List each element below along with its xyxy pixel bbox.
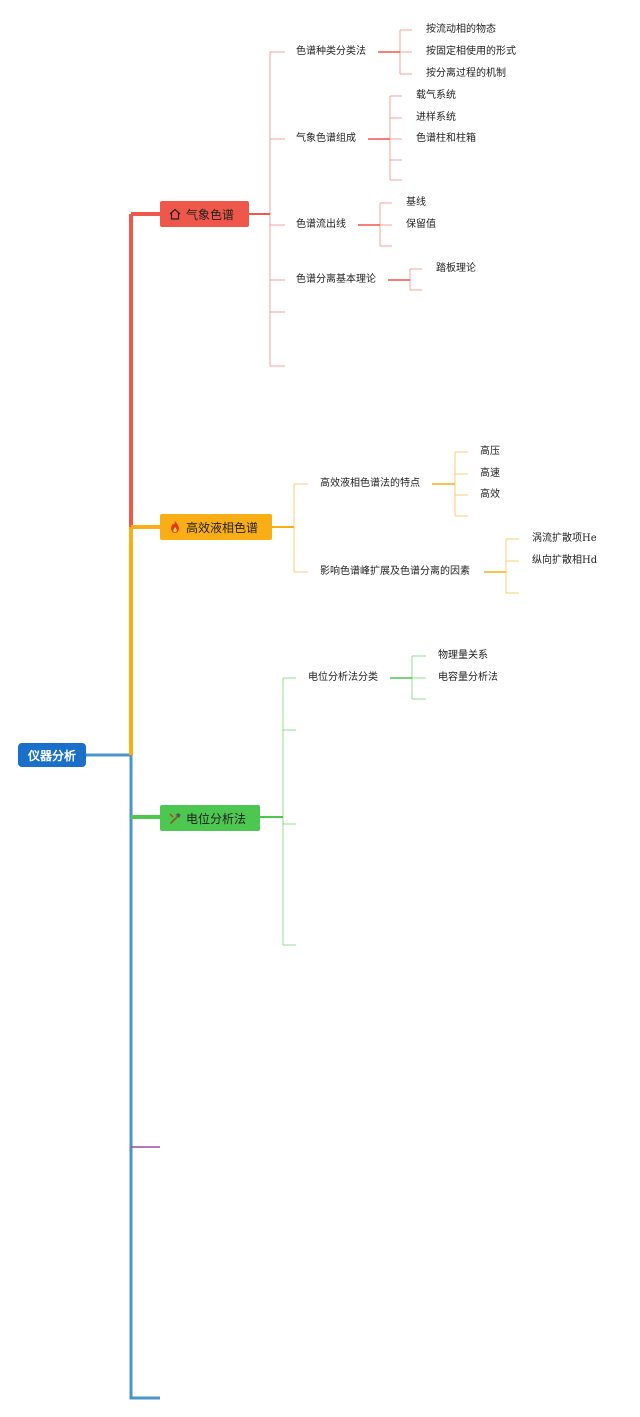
leaf-item[interactable]: 高压 <box>480 446 500 457</box>
leaf-item[interactable]: 电容量分析法 <box>438 672 498 683</box>
leaf-item[interactable]: 保留值 <box>406 219 436 230</box>
hammer-icon <box>169 813 181 824</box>
leaf-item[interactable]: 高速 <box>480 468 500 479</box>
root-node[interactable]: 仪器分析 <box>18 743 86 767</box>
topic-hplc-features[interactable]: 高效液相色谱法的特点 <box>320 478 420 489</box>
topic-separation-theory[interactable]: 色谱分离基本理论 <box>296 274 376 285</box>
leaf-item[interactable]: 纵向扩散相Hd <box>532 555 598 566</box>
branch-hplc[interactable]: 高效液相色谱 <box>160 514 272 540</box>
home-icon <box>169 208 181 220</box>
branch-label: 高效液相色谱 <box>186 520 259 535</box>
leaf-item[interactable]: 按分离过程的机制 <box>426 68 506 79</box>
topic-chromatogram[interactable]: 色谱流出线 <box>296 219 346 230</box>
branch-label: 电位分析法 <box>186 811 247 826</box>
topic-peak-broadening-factors[interactable]: 影响色谱峰扩展及色谱分离的因素 <box>320 566 470 577</box>
leaf-item[interactable]: 按固定相使用的形式 <box>426 46 516 57</box>
leaf-item[interactable]: 高效 <box>480 489 500 500</box>
branch-label: 气象色谱 <box>186 207 235 222</box>
leaf-item[interactable]: 物理量关系 <box>438 650 488 661</box>
topic-chromatography-classification[interactable]: 色谱种类分类法 <box>296 46 366 57</box>
topic-potentiometry-classification[interactable]: 电位分析法分类 <box>308 672 378 683</box>
leaf-item[interactable]: 进样系统 <box>416 112 456 123</box>
leaf-item[interactable]: 按流动相的物态 <box>426 24 496 35</box>
leaf-item[interactable]: 踏板理论 <box>436 263 476 274</box>
leaf-item[interactable]: 基线 <box>406 197 426 208</box>
leaf-item[interactable]: 色谱柱和柱箱 <box>416 133 476 144</box>
branch-gas-chromatography[interactable]: 气象色谱 <box>160 201 249 227</box>
topic-gc-composition[interactable]: 气象色谱组成 <box>296 133 356 144</box>
fire-icon <box>171 521 179 533</box>
leaf-item[interactable]: 载气系统 <box>416 90 456 101</box>
branch-potentiometry[interactable]: 电位分析法 <box>160 805 260 831</box>
leaf-item[interactable]: 涡流扩散项He <box>532 533 597 544</box>
